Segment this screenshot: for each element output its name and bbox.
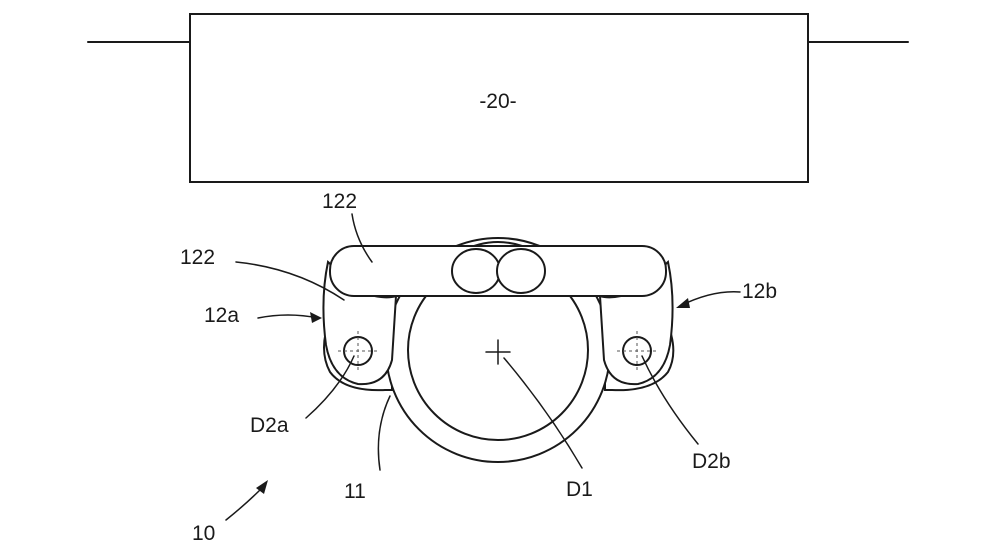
label-d2a: D2a: [250, 414, 289, 437]
label-11: 11: [344, 480, 366, 503]
label-d1: D1: [566, 478, 593, 501]
box-label: -20-: [479, 90, 516, 113]
leader-11: [378, 396, 390, 470]
roller-right: [497, 249, 545, 293]
label-12b: 12b: [742, 280, 777, 303]
leader-12a: [258, 315, 318, 318]
label-122-side: 122: [180, 246, 215, 269]
arrowhead-12a: [310, 312, 322, 323]
label-122-top: 122: [322, 190, 357, 213]
label-10: 10: [192, 522, 215, 545]
label-d2b: D2b: [692, 450, 731, 473]
roller-left: [452, 249, 500, 293]
leader-10: [226, 488, 262, 520]
label-12a: 12a: [204, 304, 239, 327]
arrowhead-12b: [676, 298, 690, 308]
